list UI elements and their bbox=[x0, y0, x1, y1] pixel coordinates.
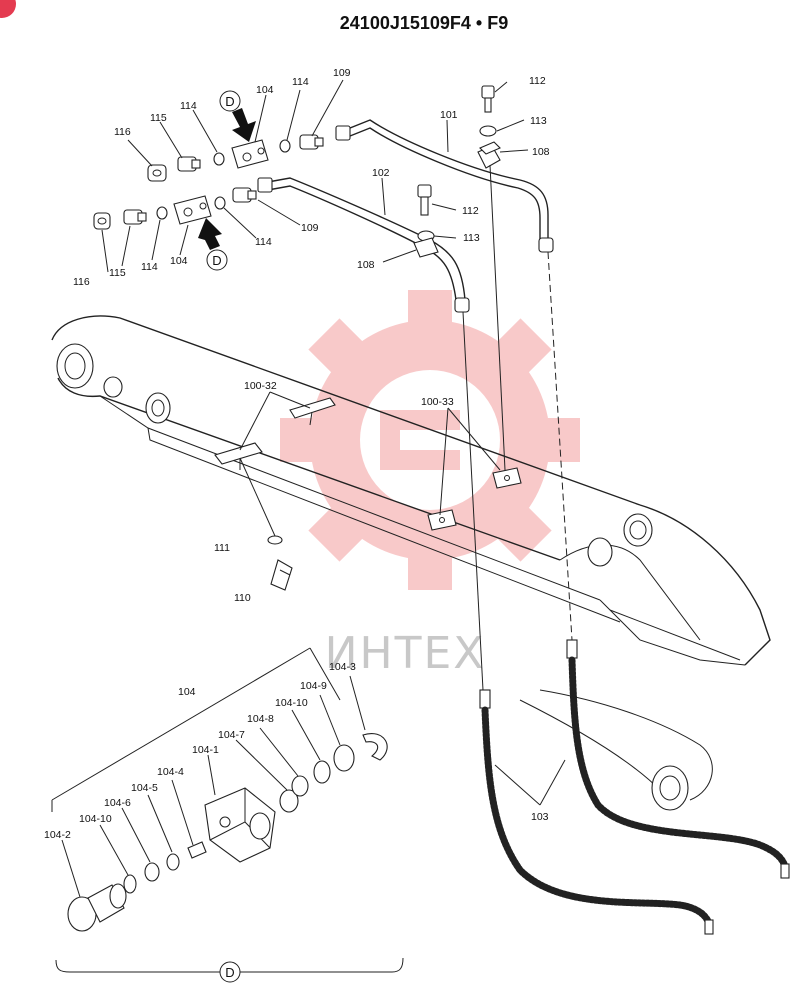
detail-marker-lower: D bbox=[212, 253, 221, 268]
label-113-a: 113 bbox=[530, 115, 547, 127]
pipe-101 bbox=[335, 119, 554, 253]
screw-104-4 bbox=[187, 841, 207, 859]
oring-114-lower-left bbox=[156, 206, 168, 220]
clamp-100-32-a bbox=[289, 397, 336, 426]
label-114-a: 114 bbox=[180, 100, 197, 112]
clamp-108-lower bbox=[413, 237, 439, 258]
bolt-112-upper bbox=[481, 85, 495, 113]
label-104-6: 104-6 bbox=[104, 797, 131, 809]
block-104-lower bbox=[173, 195, 212, 225]
label-100-33: 100-33 bbox=[421, 396, 454, 408]
label-109-b: 109 bbox=[301, 222, 319, 234]
ring-104-9 bbox=[333, 744, 355, 772]
clamp-108-upper bbox=[477, 141, 501, 169]
fitting-115-lower bbox=[123, 209, 147, 225]
hose-103-right bbox=[566, 639, 790, 879]
diagram-title: 24100J15109F4 • F9 bbox=[340, 13, 508, 33]
label-104-10-right: 104-10 bbox=[275, 697, 308, 709]
label-104-5: 104-5 bbox=[131, 782, 158, 794]
ring-104-8 bbox=[291, 775, 309, 797]
snap-ring-104-3 bbox=[362, 733, 388, 761]
label-116-lower: 116 bbox=[73, 276, 90, 288]
fitting-109-lower bbox=[232, 187, 257, 203]
label-114-c: 114 bbox=[255, 236, 272, 248]
label-113-b: 113 bbox=[463, 232, 480, 244]
label-100-32: 100-32 bbox=[244, 380, 277, 392]
oring-114-upper-left bbox=[213, 152, 225, 166]
label-108-b: 108 bbox=[357, 259, 375, 271]
label-102: 102 bbox=[372, 167, 390, 179]
label-115-upper: 115 bbox=[150, 112, 167, 124]
arrow-down-icon bbox=[232, 108, 256, 142]
label-104-1: 104-1 bbox=[192, 744, 219, 756]
label-104-detail: 104 bbox=[178, 686, 196, 698]
label-109-a: 109 bbox=[333, 67, 351, 79]
bolt-112-lower bbox=[417, 184, 432, 216]
detail-marker-upper: D bbox=[225, 94, 234, 109]
label-111: 111 bbox=[214, 542, 230, 554]
detail-marker-bottom: D bbox=[225, 965, 234, 980]
label-114-d: 114 bbox=[141, 261, 158, 273]
label-104-7: 104-7 bbox=[218, 729, 245, 741]
label-104-3: 104-3 bbox=[329, 661, 356, 673]
label-104-8: 104-8 bbox=[247, 713, 274, 725]
pipe-102 bbox=[257, 177, 470, 313]
corner-badge-icon bbox=[0, 0, 16, 18]
oring-104-7 bbox=[279, 789, 299, 813]
label-112-b: 112 bbox=[462, 205, 479, 217]
label-114-b: 114 bbox=[292, 76, 309, 88]
fitting-115-upper bbox=[177, 156, 201, 172]
oring-104-10-right bbox=[313, 760, 331, 784]
clamp-100-32-b bbox=[214, 442, 263, 470]
fitting-109-upper bbox=[299, 134, 324, 150]
watermark-gear-icon bbox=[280, 290, 580, 590]
oring-104-5 bbox=[166, 853, 180, 871]
label-116-upper: 116 bbox=[114, 126, 131, 138]
washer-111 bbox=[267, 535, 283, 545]
clamp-100-33-b bbox=[492, 467, 522, 489]
label-108-a: 108 bbox=[532, 146, 550, 158]
label-104-9: 104-9 bbox=[300, 680, 327, 692]
label-115-lower: 115 bbox=[109, 267, 126, 279]
bolt-110 bbox=[270, 559, 293, 591]
label-104-4: 104-4 bbox=[157, 766, 184, 778]
plug-104-2 bbox=[67, 883, 127, 932]
washer-113-upper bbox=[479, 125, 497, 137]
clamp-100-33-a bbox=[427, 509, 457, 531]
label-112-a: 112 bbox=[529, 75, 546, 87]
nut-116-upper bbox=[147, 164, 167, 182]
label-104-top: 104 bbox=[256, 84, 274, 96]
ring-104-6 bbox=[144, 862, 160, 882]
watermark-text: ИНТЕХ bbox=[325, 628, 486, 679]
oring-104-10-left bbox=[123, 874, 137, 894]
hose-103-left bbox=[479, 689, 714, 935]
label-104-mid: 104 bbox=[170, 255, 188, 267]
block-104-1 bbox=[204, 787, 276, 863]
arrow-up-icon bbox=[198, 218, 222, 250]
block-104-upper bbox=[231, 139, 269, 169]
nut-116-lower bbox=[93, 212, 111, 230]
oring-114-lower-right bbox=[214, 196, 226, 210]
label-104-2: 104-2 bbox=[44, 829, 71, 841]
boom-arm bbox=[51, 315, 771, 811]
label-110: 110 bbox=[234, 592, 251, 604]
label-104-10-left: 104-10 bbox=[79, 813, 112, 825]
label-103: 103 bbox=[531, 811, 549, 823]
label-101: 101 bbox=[440, 109, 458, 121]
oring-114-upper-right bbox=[279, 139, 291, 153]
